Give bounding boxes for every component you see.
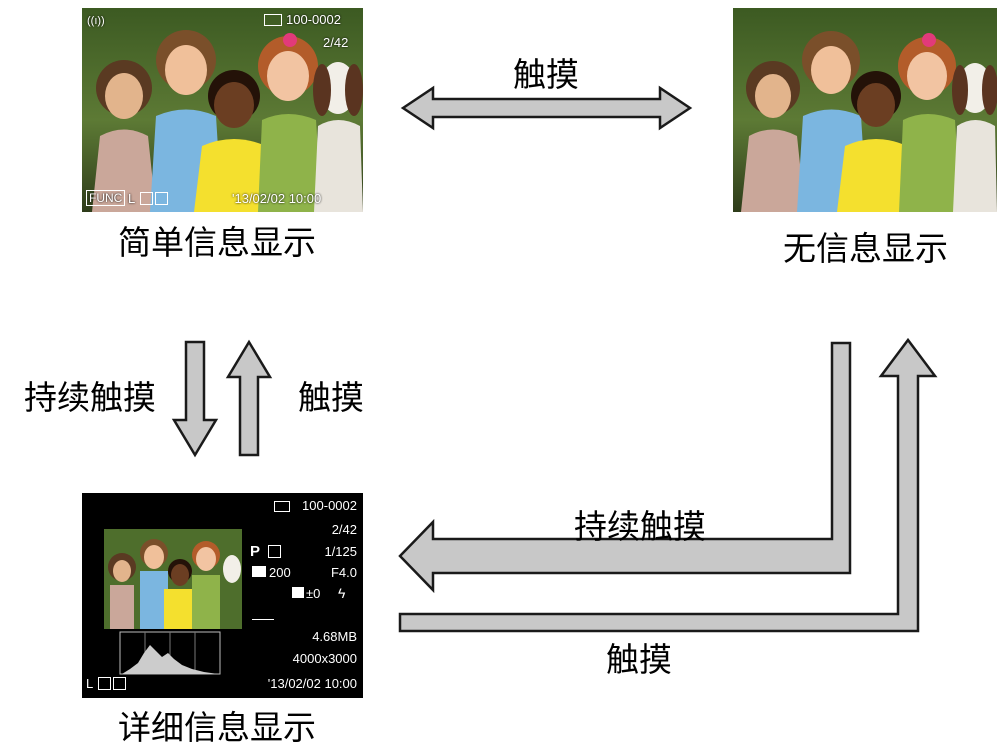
label-hold-touch-left: 持续触摸	[24, 378, 156, 417]
aperture: F4.0	[330, 565, 357, 580]
memory-card-icon	[264, 14, 282, 26]
down-arrow	[171, 340, 219, 458]
rating-icon	[155, 192, 168, 205]
iso-value: 200	[269, 565, 291, 580]
folder-file-number: 100-0002	[286, 12, 341, 27]
folder-file-number: 100-0002	[302, 498, 357, 513]
resolution: 4000x3000	[292, 651, 357, 666]
memory-card-icon	[274, 501, 290, 512]
simple-info-caption: 简单信息显示	[118, 223, 316, 262]
elbow-arrow-to-detailed	[398, 341, 852, 594]
detailed-info-screen: 100-0002 2/42 P 1/125 200 F4.0 ±0 ϟ 4.68…	[82, 493, 363, 698]
simple-info-screen: ((ı)) 100-0002 2/42 FUNC L '13/02/02 10:…	[82, 8, 363, 212]
protect-icon	[98, 677, 111, 690]
exposure-icon	[292, 587, 304, 598]
image-count: 2/42	[323, 35, 349, 50]
elbow-arrow-to-none	[398, 337, 938, 633]
white-balance-icon	[252, 609, 274, 620]
label-touch-bottom: 触摸	[606, 640, 672, 679]
iso-icon	[252, 566, 266, 577]
rating-icon	[113, 677, 126, 690]
detailed-preview	[104, 529, 242, 675]
metering-icon	[268, 545, 281, 558]
photo-kids-dog	[733, 8, 997, 212]
exposure-compensation: ±0	[306, 586, 321, 601]
quality-indicator: L	[86, 676, 94, 691]
date-time: '13/02/02 10:00	[232, 191, 322, 206]
double-arrow-horizontal	[400, 85, 693, 131]
no-info-screen	[733, 8, 997, 212]
shooting-mode: P	[250, 543, 261, 560]
photo-kids-dog	[82, 8, 363, 212]
protect-icon	[140, 192, 153, 205]
up-arrow	[225, 339, 273, 457]
wifi-icon: ((ı))	[87, 15, 105, 27]
shutter-speed: 1/125	[324, 544, 357, 559]
label-touch-top: 触摸	[513, 55, 579, 94]
date-time: '13/02/02 10:00	[267, 676, 357, 691]
file-size: 4.68MB	[312, 629, 357, 644]
quality-indicator: L	[128, 191, 136, 206]
label-hold-touch-bottom: 持续触摸	[574, 507, 706, 546]
no-info-caption: 无信息显示	[783, 229, 948, 268]
label-touch-left: 触摸	[298, 378, 364, 417]
detailed-info-caption: 详细信息显示	[118, 708, 316, 747]
flash-icon: ϟ	[338, 585, 346, 601]
image-count: 2/42	[331, 522, 357, 537]
func-button[interactable]: FUNC	[86, 190, 126, 206]
